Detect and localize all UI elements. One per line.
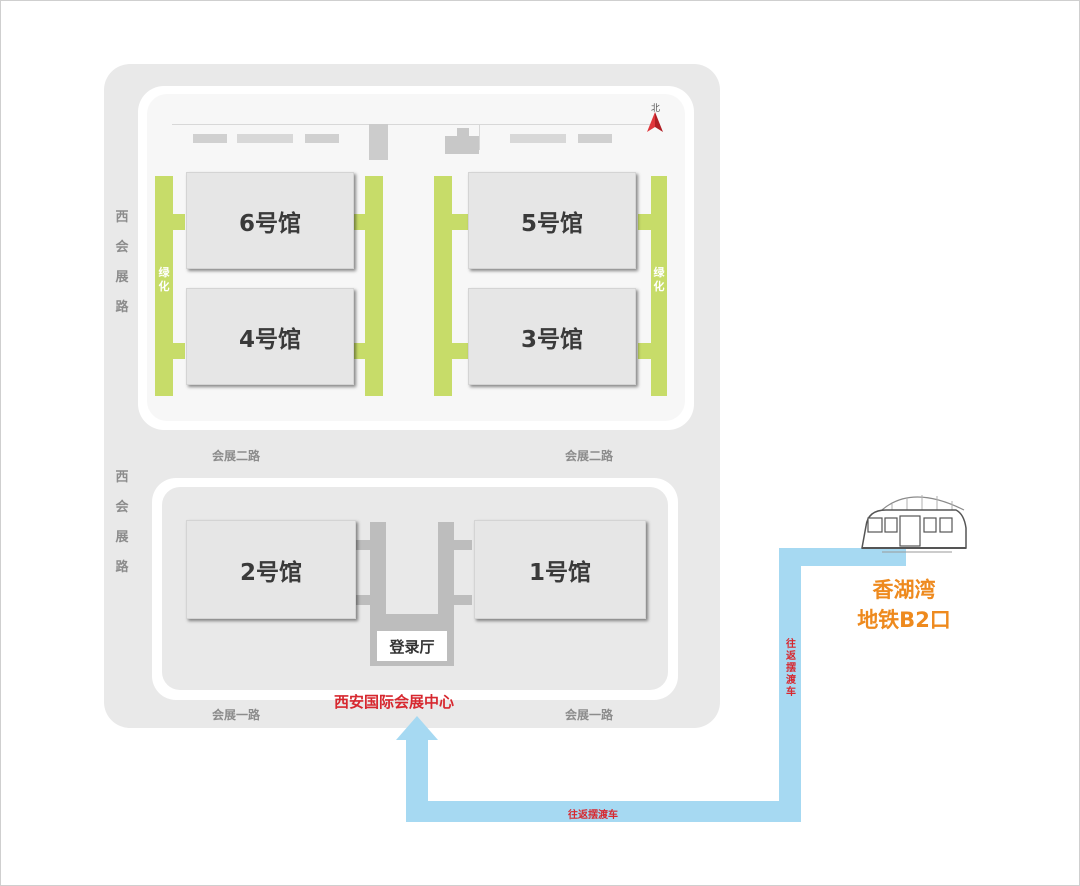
shuttle-label-vertical: 往返摆渡车 [786, 639, 796, 698]
service-building [237, 134, 293, 143]
shuttle-route-vertical-right [779, 548, 801, 822]
shuttle-route-top [779, 548, 906, 566]
route-arrow-icon [396, 716, 438, 740]
greenery-strip [651, 176, 667, 396]
greenery-connector [353, 343, 365, 359]
road-label-west-upper: 西会展路 [115, 210, 129, 315]
metro-station-name: 香湖湾 [872, 578, 936, 602]
shuttle-route-bottom [406, 801, 801, 822]
greenery-strip [365, 176, 383, 396]
greenery-connector [452, 214, 468, 230]
greenery-connector [638, 343, 651, 359]
hall-1[interactable]: 1号馆 [474, 520, 646, 619]
metro-train-icon [861, 495, 967, 553]
shuttle-route-vertical-left [406, 737, 428, 822]
service-building [457, 128, 469, 136]
hall-2[interactable]: 2号馆 [186, 520, 356, 619]
corridor-connector [454, 595, 472, 605]
road-label-west-lower: 西会展路 [115, 470, 129, 575]
north-arrow-icon [647, 112, 663, 132]
greenery-label: 绿化 [653, 266, 665, 293]
corridor-connector [356, 595, 370, 605]
greenery-connector [173, 214, 185, 230]
service-building [193, 134, 227, 143]
greenery-strip [155, 176, 173, 396]
corridor-connector [454, 540, 472, 550]
greenery-connector [452, 343, 468, 359]
service-building [305, 134, 339, 143]
top-service-line [172, 124, 660, 125]
hall-3[interactable]: 3号馆 [468, 288, 636, 385]
service-building [369, 124, 388, 160]
hall-6[interactable]: 6号馆 [186, 172, 354, 269]
service-building [510, 134, 566, 143]
greenery-strip [434, 176, 452, 396]
hall-5[interactable]: 5号馆 [468, 172, 636, 269]
top-divider-line [479, 124, 480, 150]
greenery-connector [353, 214, 365, 230]
hall-4[interactable]: 4号馆 [186, 288, 354, 385]
north-label: 北 [651, 104, 661, 114]
road-label-first-right: 会展一路 [565, 708, 614, 722]
road-label-second-right: 会展二路 [565, 449, 614, 463]
shuttle-label-horizontal: 往返摆渡车 [568, 810, 618, 821]
greenery-connector [173, 343, 185, 359]
corridor-left [370, 522, 386, 630]
road-label-first-left: 会展一路 [212, 708, 261, 722]
corridor-right [438, 522, 454, 630]
corridor-bottom [370, 614, 454, 628]
exhibition-center-name: 西安国际会展中心 [334, 693, 455, 711]
greenery-connector [638, 214, 651, 230]
corridor-connector [356, 540, 370, 550]
registration-lobby[interactable]: 登录厅 [377, 631, 447, 661]
metro-exit-label: 地铁B2口 [857, 608, 951, 632]
greenery-label: 绿化 [158, 266, 170, 293]
service-building [445, 136, 479, 154]
service-building [578, 134, 612, 143]
road-label-second-left: 会展二路 [212, 449, 261, 463]
